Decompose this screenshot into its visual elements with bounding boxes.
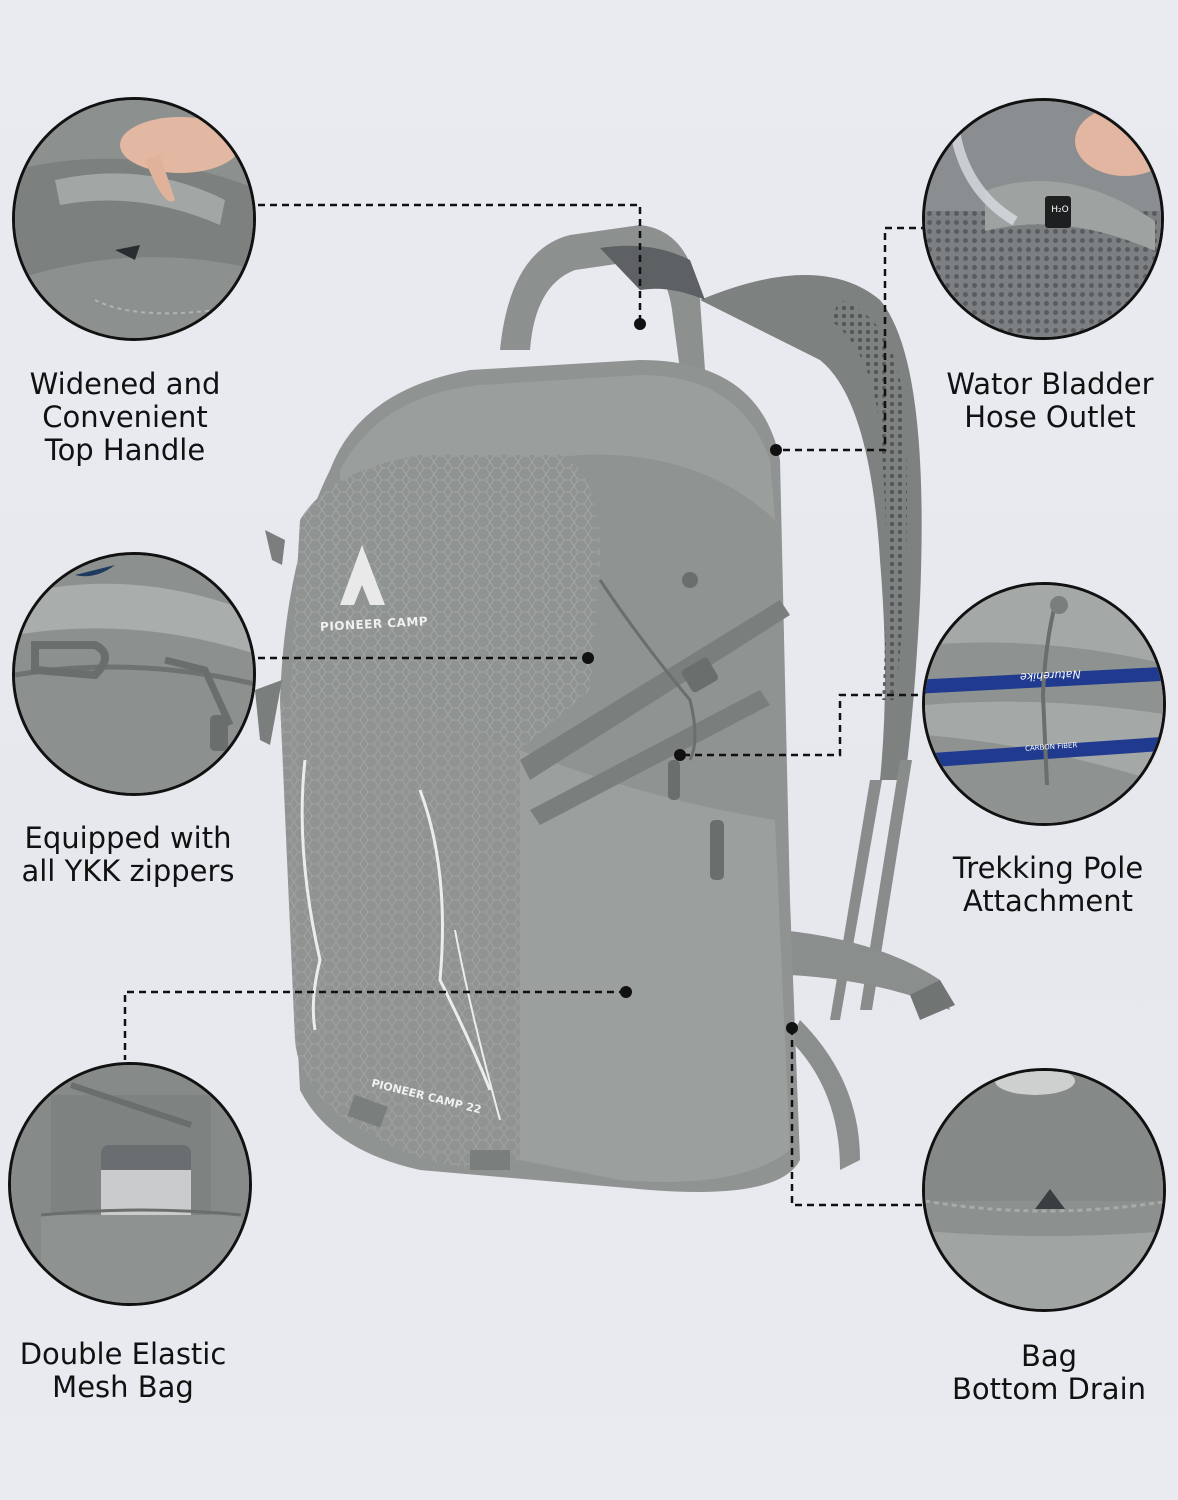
mesh-bag-detail-image	[8, 1062, 252, 1306]
bottom-drain-label: Bag Bottom Drain	[951, 1339, 1147, 1406]
mesh-bag-closeup-icon	[11, 1065, 249, 1303]
bottom-drain-closeup-icon	[925, 1071, 1163, 1309]
ykk-zippers-detail-image	[12, 552, 256, 796]
trekking-pole-label: Trekking Pole Attachment	[952, 851, 1144, 918]
water-bladder-detail-image: H₂O	[922, 98, 1164, 340]
water-bladder-closeup-icon	[925, 101, 1161, 337]
water-bladder-label: Wator Bladder Hose Outlet	[946, 367, 1154, 434]
trekking-pole-closeup-icon	[925, 585, 1163, 823]
bottom-drain-detail-image	[922, 1068, 1166, 1312]
h2o-badge: H₂O	[1051, 205, 1069, 215]
top-handle-closeup-icon	[15, 100, 253, 338]
top-handle-detail-image	[12, 97, 256, 341]
trekking-pole-detail-image: Naturehike CARBON FIBER	[922, 582, 1166, 826]
ykk-zippers-label: Equipped with all YKK zippers	[21, 821, 235, 888]
zipper-closeup-icon	[15, 555, 253, 793]
mesh-bag-label: Double Elastic Mesh Bag	[19, 1337, 227, 1404]
top-handle-label: Widened and Convenient Top Handle	[29, 367, 221, 467]
brand-logo-icon	[340, 545, 385, 605]
